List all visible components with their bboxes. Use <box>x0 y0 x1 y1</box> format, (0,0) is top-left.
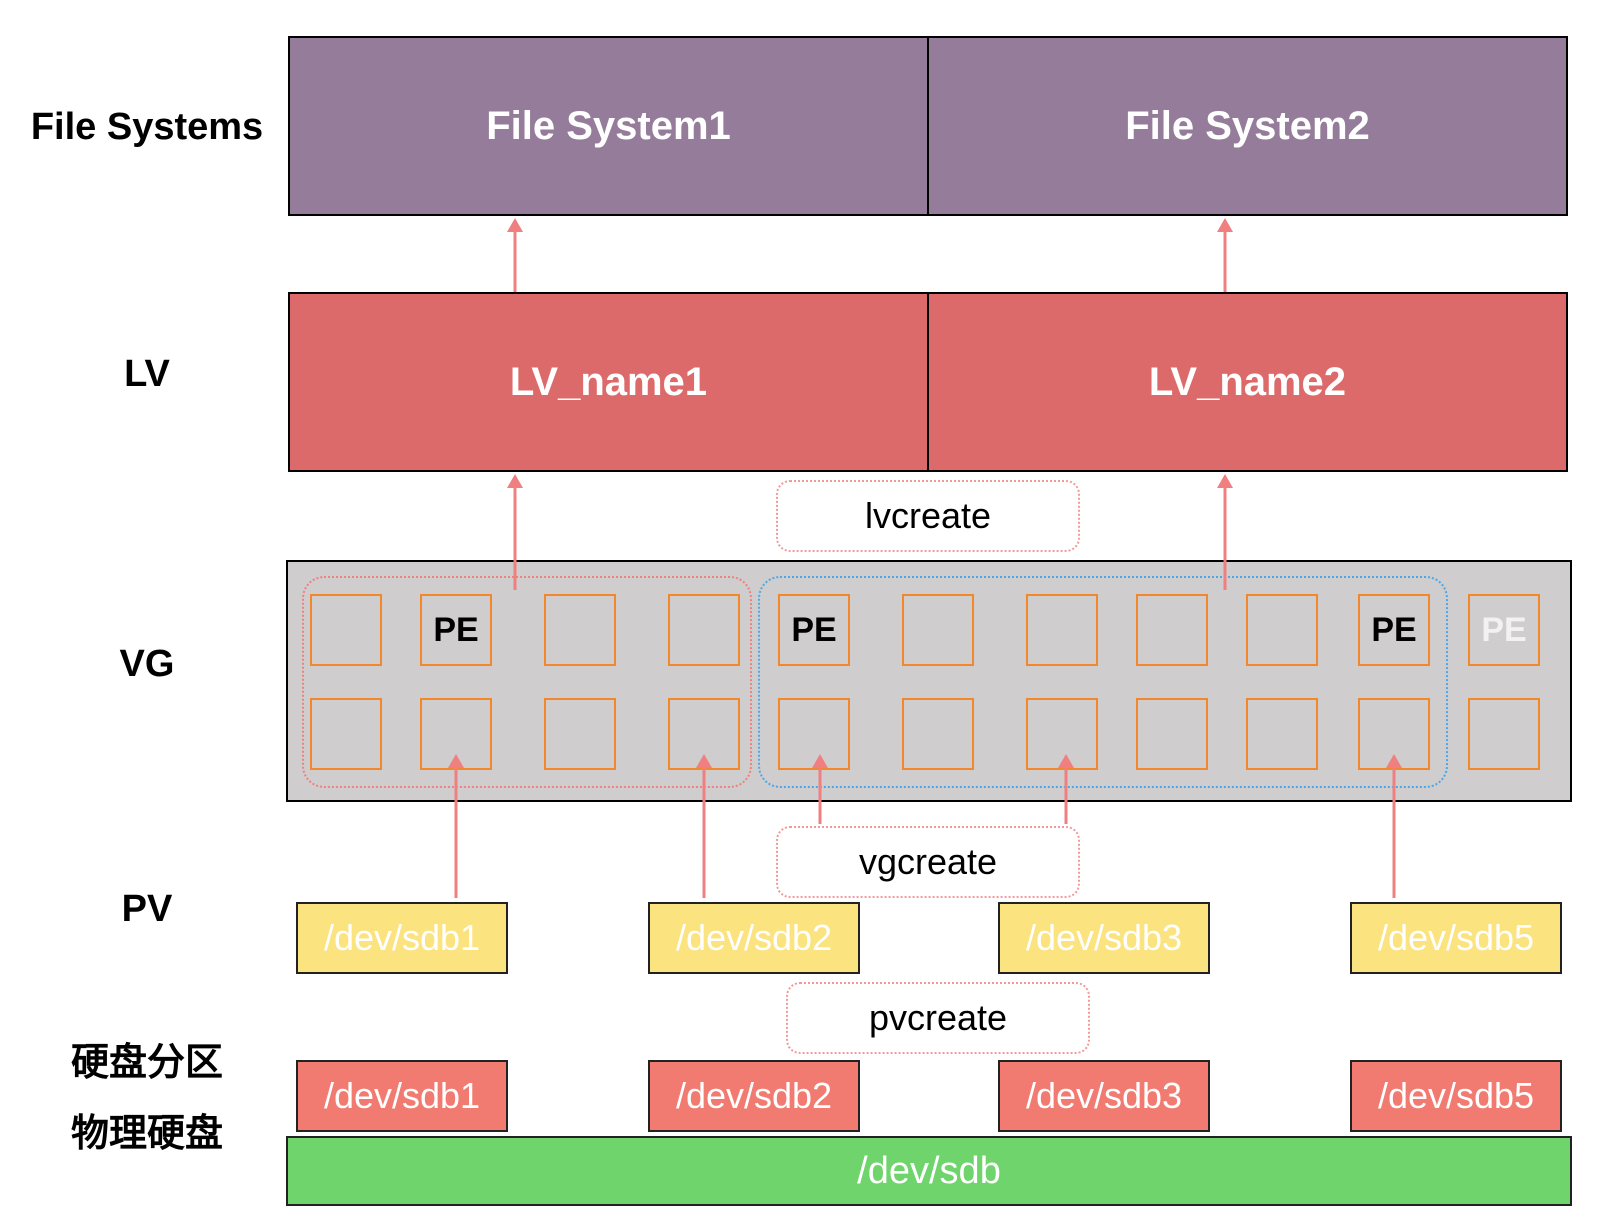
pv-sdb1: /dev/sdb1 <box>296 902 508 974</box>
file-system-2: File System2 <box>927 38 1566 214</box>
row-label-pv: PV <box>121 888 173 930</box>
pe-block-unallocated: PE <box>1468 594 1540 666</box>
lv2-pe-group <box>758 576 1448 788</box>
file-system-1: File System1 <box>486 103 731 148</box>
arrow-head <box>507 474 523 488</box>
row-label-file-systems: File Systems <box>30 106 264 148</box>
pe-block <box>1026 698 1098 770</box>
pe-block <box>1246 698 1318 770</box>
arrow-head <box>1217 474 1233 488</box>
pe-block <box>310 594 382 666</box>
lv1-pe-group <box>302 576 752 788</box>
pe-block <box>310 698 382 770</box>
pv-sdb2: /dev/sdb2 <box>648 902 860 974</box>
row-label-partition: 硬盘分区 <box>70 1040 223 1084</box>
pe-block: PE <box>1358 594 1430 666</box>
pv-sdb5: /dev/sdb5 <box>1350 902 1562 974</box>
pe-block <box>668 594 740 666</box>
pe-block <box>1136 594 1208 666</box>
pe-block <box>902 698 974 770</box>
physical-disk-sdb: /dev/sdb <box>286 1136 1572 1206</box>
pe-block <box>668 698 740 770</box>
vg-container <box>286 560 1572 802</box>
lv-name-2: LV_name2 <box>927 294 1566 470</box>
lv-name-1: LV_name1 <box>509 359 708 404</box>
pe-block <box>544 594 616 666</box>
pe-block <box>544 698 616 770</box>
row-label-vg: VG <box>119 643 175 685</box>
partition-sdb2: /dev/sdb2 <box>648 1060 860 1132</box>
partition-sdb5: /dev/sdb5 <box>1350 1060 1562 1132</box>
file-systems-band: File System1 File System2 <box>288 36 1568 216</box>
lv-band: LV_name1 LV_name2 <box>288 292 1568 472</box>
row-label-lv: LV <box>124 353 170 395</box>
pe-block: PE <box>778 594 850 666</box>
pe-block <box>420 698 492 770</box>
pe-block: PE <box>420 594 492 666</box>
pe-block <box>1026 594 1098 666</box>
partition-sdb3: /dev/sdb3 <box>998 1060 1210 1132</box>
pv-sdb3: /dev/sdb3 <box>998 902 1210 974</box>
pe-block <box>1358 698 1430 770</box>
vgcreate-label: vgcreate <box>776 826 1080 898</box>
partition-sdb1: /dev/sdb1 <box>296 1060 508 1132</box>
pvcreate-label: pvcreate <box>786 982 1090 1054</box>
lvcreate-label: lvcreate <box>776 480 1080 552</box>
arrow-head <box>1217 218 1233 232</box>
pe-block <box>1246 594 1318 666</box>
arrow-head <box>507 218 523 232</box>
pe-block <box>902 594 974 666</box>
row-label-physical-disk: 物理硬盘 <box>70 1111 223 1155</box>
pe-block <box>778 698 850 770</box>
pe-block <box>1136 698 1208 770</box>
pe-block <box>1468 698 1540 770</box>
